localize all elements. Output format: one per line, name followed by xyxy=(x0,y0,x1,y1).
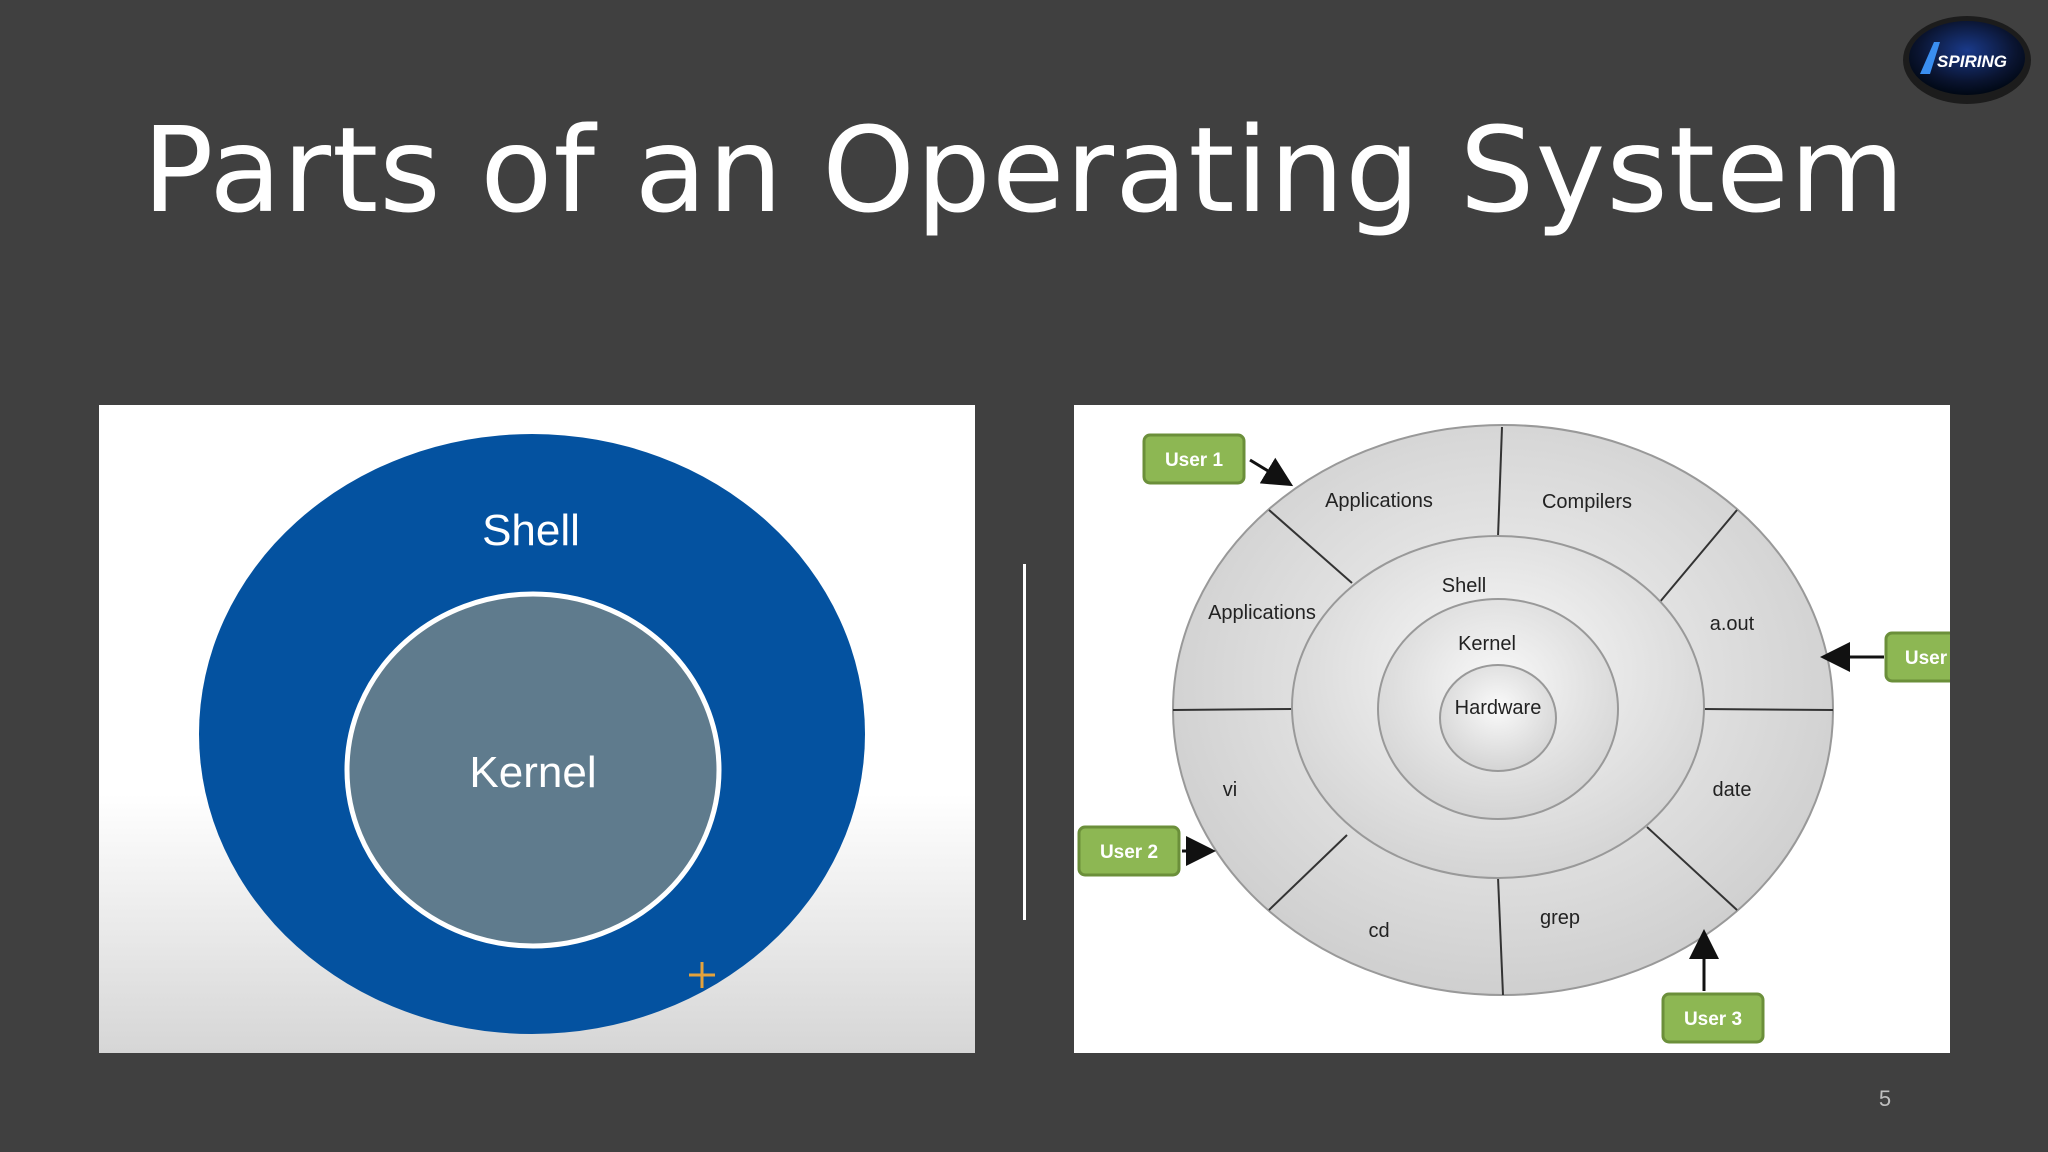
svg-text:User 1: User 1 xyxy=(1165,450,1224,471)
os-layers-diagram: Hardware Kernel Shell Applications Compi… xyxy=(1074,405,1950,1053)
segment-label: Applications xyxy=(1208,602,1316,624)
shell-ring-label: Shell xyxy=(1442,575,1486,597)
kernel-ring-label: Kernel xyxy=(1458,633,1516,655)
hardware-label: Hardware xyxy=(1455,697,1542,719)
segment-dividers xyxy=(1172,426,1834,996)
segment-label: a.out xyxy=(1710,613,1755,635)
svg-text:User 3: User 3 xyxy=(1684,1009,1742,1030)
logo-text: SPIRING xyxy=(1937,52,2007,71)
crosshair-cursor-icon xyxy=(689,962,715,988)
slide-title: Parts of an Operating System xyxy=(142,101,1906,239)
aspiring-logo: SPIRING xyxy=(1903,16,2031,104)
kernel-circle xyxy=(344,591,722,949)
user-box: User xyxy=(1884,631,1950,683)
vertical-divider xyxy=(1023,564,1026,920)
shell-kernel-diagram: Shell Kernel xyxy=(99,405,975,1053)
segment-label: date xyxy=(1713,779,1752,801)
kernel-label: Kernel xyxy=(469,748,596,797)
user-arrows xyxy=(1182,457,1884,991)
segment-label: Compilers xyxy=(1542,491,1632,513)
shell-label: Shell xyxy=(482,506,580,555)
user-box: User 1 xyxy=(1142,433,1246,485)
user-box: User 3 xyxy=(1661,992,1765,1044)
user-box: User 2 xyxy=(1077,825,1181,877)
svg-text:User: User xyxy=(1905,648,1948,669)
hardware-core xyxy=(1439,664,1557,772)
segment-label: grep xyxy=(1540,907,1580,929)
svg-text:User 2: User 2 xyxy=(1100,842,1158,863)
segment-label: vi xyxy=(1223,779,1237,801)
segment-label: cd xyxy=(1368,920,1389,942)
page-number: 5 xyxy=(1878,1086,1892,1111)
segment-label: Applications xyxy=(1325,490,1433,512)
